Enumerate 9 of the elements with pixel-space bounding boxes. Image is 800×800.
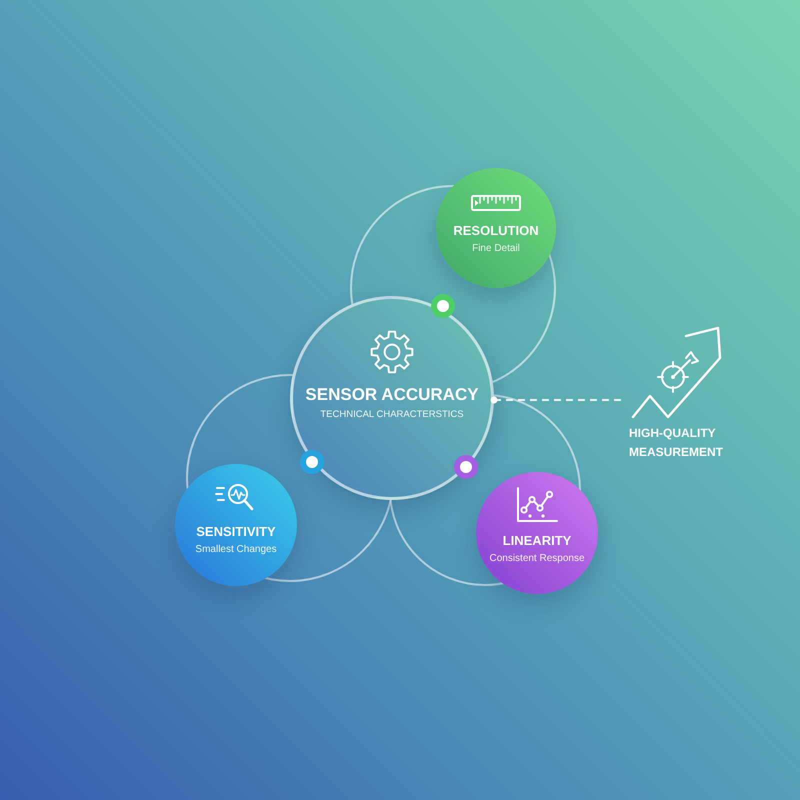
node-subtitle: Smallest Changes <box>195 543 277 556</box>
caption-text: HIGH-QUALITY MEASUREMENT <box>629 425 724 461</box>
node-subtitle: Fine Detail <box>472 242 520 255</box>
node-subtitle: TECHNICAL CHARACTERSTICS <box>320 409 464 421</box>
node-title: SENSITIVITY <box>196 524 276 540</box>
node-subtitle: Consistent Response <box>489 552 585 565</box>
node-title: LINEARITY <box>502 533 572 549</box>
node-title: SENSOR ACCURACY <box>305 385 479 405</box>
node-title: RESOLUTION <box>453 223 539 239</box>
